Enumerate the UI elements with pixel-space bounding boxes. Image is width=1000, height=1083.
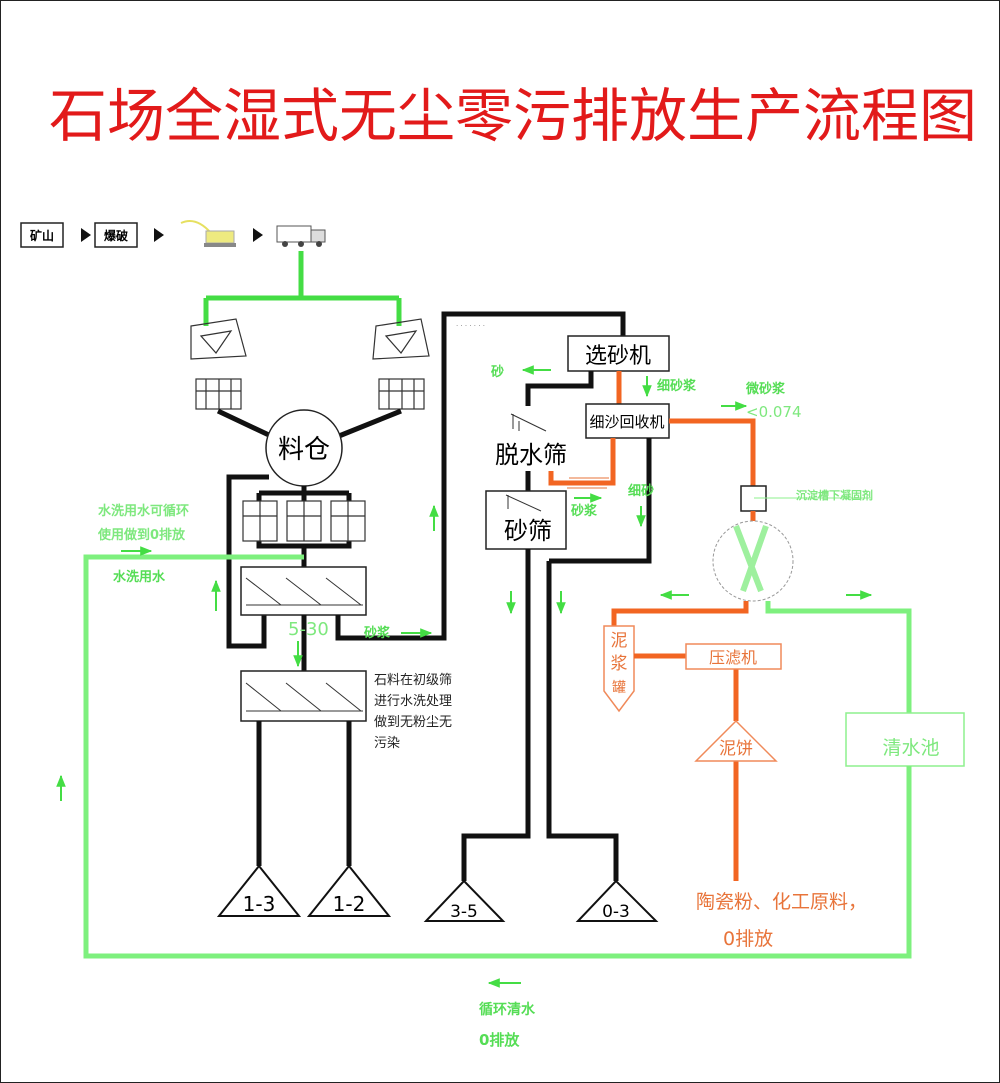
recycle-water-line (83, 554, 912, 959)
screen-icon (245, 577, 363, 606)
filter-press-label: 压滤机 (709, 648, 757, 667)
product-pile-0-3: 0-3 (575, 879, 659, 922)
excavator-icon (180, 220, 236, 247)
product-label: 0-3 (602, 902, 630, 922)
product-label: 3-5 (450, 902, 478, 922)
stone-note-line: 做到无粉尘无 (374, 715, 452, 730)
return-loop-line (226, 474, 269, 649)
product-pile-1-3: 1-3 (216, 864, 302, 917)
size-label: 5-30 (288, 619, 329, 640)
sand-screen-label: 砂筛 (504, 517, 552, 545)
mud-line (611, 601, 749, 626)
product-pile-1-2: 1-2 (306, 864, 392, 917)
primary-screen (240, 566, 367, 616)
page-title: 石场全湿式无尘零污排放生产流程图 (49, 82, 977, 150)
recycle-discharge-label: 0排放 (479, 1031, 520, 1049)
sand-screen-box (485, 490, 567, 550)
conveyor-line (525, 371, 594, 406)
wash-water-note: 水洗用水可循环 (98, 503, 189, 519)
stone-note-line: 石料在初级筛 (374, 673, 452, 688)
sand-label: 砂 (490, 364, 504, 380)
clear-pool-box (845, 712, 965, 767)
top-flow: 矿山 爆破 (20, 220, 326, 248)
jaw-crusher-icon (190, 318, 430, 360)
micro-size-label: <0.074 (746, 403, 802, 421)
blast-box (94, 222, 138, 248)
blast-label: 爆破 (104, 228, 128, 243)
fine-sand-recovery-label: 细沙回收机 (589, 413, 664, 431)
mud-line (548, 438, 616, 486)
conveyor-line (256, 721, 352, 866)
fine-slurry-label: 细砂浆 (657, 378, 697, 394)
conveyor-line (461, 549, 619, 881)
feed-line (203, 251, 402, 326)
wash-water-label: 水洗用水 (113, 569, 166, 585)
product-label: 1-2 (333, 892, 366, 916)
flow-arrows (56, 365, 873, 988)
cake-discharge-text: 0排放 (723, 928, 773, 950)
stone-note-line: 进行水洗处理 (374, 694, 452, 709)
cake-use-text: 陶瓷粉、化工原料， (696, 891, 867, 913)
micro-slurry-line (669, 418, 756, 486)
recycle-label: 循环清水 (479, 1001, 536, 1018)
micro-slurry-label: 微砂浆 (745, 381, 786, 397)
clear-pool-label: 清水池 (882, 737, 939, 759)
dewatering-screen-icon (510, 413, 547, 432)
bin-label: 料仓 (278, 435, 330, 465)
mud-tank-label: 泥 (611, 631, 628, 651)
mud-tank-label: 浆 (611, 654, 628, 674)
settling-tank-icon (733, 524, 769, 593)
mud-tank-label: 罐 (612, 680, 626, 696)
slurry-label: 砂浆 (363, 625, 391, 641)
arrow-icon (253, 228, 263, 242)
mud-line (634, 653, 739, 881)
dump-truck-icon (276, 225, 326, 247)
small-note-orange (567, 477, 609, 489)
wash-water-note: 使用做到0排放 (97, 527, 186, 543)
screen-icon (245, 682, 363, 712)
small-note: · · · · · · · (456, 322, 485, 330)
product-pile-3-5: 3-5 (423, 879, 506, 922)
mud-cake-pile (694, 719, 778, 762)
sand-maker-label: 选砂机 (585, 344, 651, 369)
clear-water-line (765, 601, 912, 713)
secondary-screen (240, 670, 367, 722)
product-label: 1-3 (243, 892, 276, 916)
mud-tank (603, 625, 635, 713)
washing-machine-icon (242, 500, 366, 542)
arrow-icon (154, 228, 164, 242)
conveyor-line (216, 408, 402, 439)
slurry-label: 砂浆 (570, 503, 598, 519)
stone-note: 石料在初级筛 进行水洗处理 做到无粉尘无 污染 (374, 673, 452, 751)
coagulant-label: 沉淀槽下凝固剂 (796, 488, 873, 502)
dewatering-screen-label: 脱水筛 (495, 441, 567, 469)
arrow-icon (81, 228, 91, 242)
fine-sand-label: 细砂 (628, 483, 654, 499)
mine-label: 矿山 (30, 228, 54, 243)
fine-sand-line (549, 438, 652, 564)
mine-box (20, 222, 64, 248)
conveyor-line (256, 486, 352, 567)
slurry-line (335, 311, 626, 641)
mud-cake-label: 泥饼 (719, 739, 753, 759)
screen-icon (505, 494, 542, 512)
filter-press-box (685, 643, 782, 670)
cone-crusher-icon (195, 378, 425, 410)
stone-note-line: 污染 (374, 736, 400, 751)
